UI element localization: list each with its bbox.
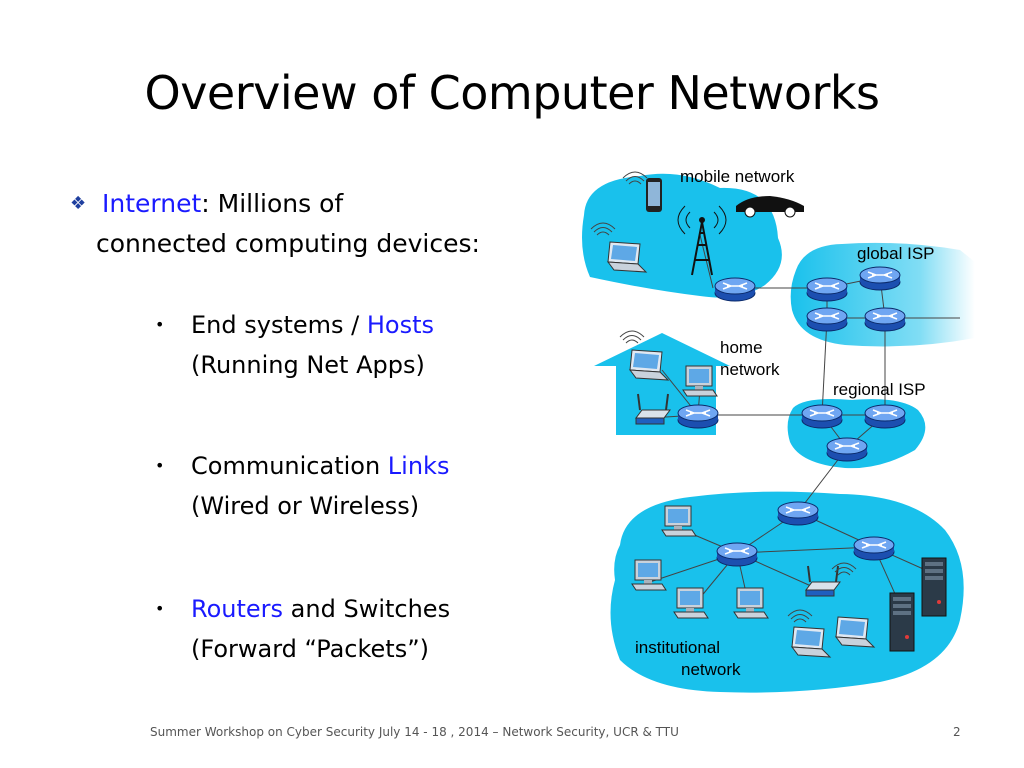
home-network-label-line1: home [720,338,763,357]
router-icon [801,404,843,429]
wireless-signal-icon [619,330,645,344]
router-icon [806,277,848,302]
desktop-computer-icon [733,587,769,619]
sub-bullet-prefix: End systems / [191,311,367,339]
bullet-dot-icon: • [155,599,165,618]
router-icon [716,542,758,567]
slide-title: Overview of Computer Networks [144,66,880,120]
router-icon [853,536,895,561]
desktop-computer-icon [673,587,709,619]
router-icon [864,307,906,332]
cell-tower-icon [677,205,727,276]
sub-bullet-prefix: Communication [191,452,388,480]
car-icon [736,196,804,218]
router-icon [806,307,848,332]
router-icon [826,437,868,462]
slide-footer: Summer Workshop on Cyber Security July 1… [150,725,679,739]
institutional-network-label-line1: institutional [635,638,720,657]
hosts-term: Hosts [366,311,435,339]
router-icon [864,404,906,429]
routers-term: Routers [191,595,284,623]
server-icon [921,557,947,617]
main-bullet-line1: Internet: Millions of [102,184,343,224]
internet-term: Internet [102,189,202,218]
page-number: 2 [953,725,961,739]
router-icon [777,501,819,526]
sub-bullet-detail: (Wired or Wireless) [191,492,420,520]
router-icon [714,277,756,302]
server-icon [889,592,915,652]
smartphone-icon [646,178,662,212]
bullet-dot-icon: • [155,456,165,475]
diamond-bullet-icon: ❖ [70,193,87,214]
home-network-label-line2: network [720,360,780,379]
sub-bullet-detail: (Forward “Packets”) [191,635,430,663]
regional-isp-label: regional ISP [833,380,926,399]
router-icon [677,404,719,429]
mobile-network-cloud [582,173,782,298]
desktop-computer-icon [661,505,697,537]
bullet-dot-icon: • [155,315,165,334]
main-bullet-rest: : Millions of [201,189,344,218]
desktop-computer-icon [631,559,667,591]
main-bullet-line2: connected computing devices: [96,229,480,258]
sub-bullet-suffix: and Switches [283,595,451,623]
links-term: Links [387,452,450,480]
global-isp-label: global ISP [857,244,935,263]
desktop-computer-icon [682,365,718,397]
mobile-network-label: mobile network [680,167,795,186]
institutional-network-label-line2: network [681,660,741,679]
router-icon [859,266,901,291]
sub-bullet-detail: (Running Net Apps) [191,351,425,379]
